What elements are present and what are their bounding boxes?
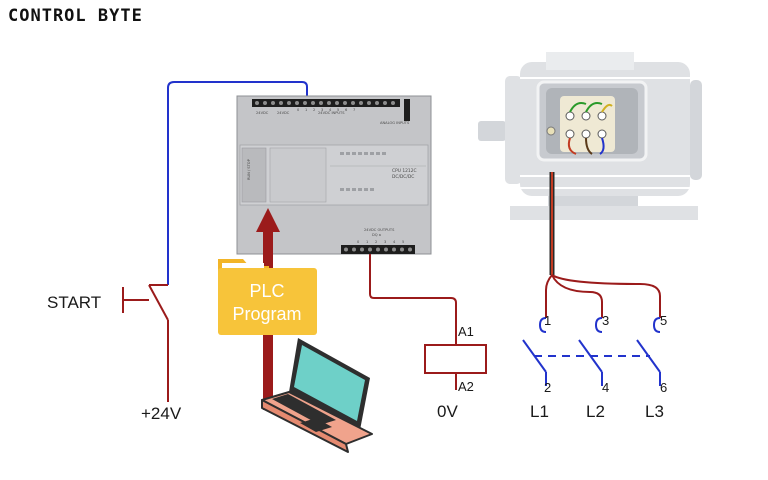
cpu-model: CPU 1212C [392,168,417,174]
phase-l1-label: L1 [530,402,549,421]
phase-l3-label: L3 [645,402,664,421]
laptop [261,338,373,453]
output-number: 2 [375,240,377,244]
input-wire [167,81,308,285]
coil-a1-label: A1 [458,324,474,339]
input-number: 6 [345,108,348,112]
start-label: START [47,293,101,312]
status-led-panel [241,147,267,203]
output-number: 4 [393,240,396,244]
output-number: 0 [357,240,360,244]
plc-cpu: 24VDC 24VDC 24VDC INPUTS ANALOG INPUTS 0… [236,95,432,255]
input-number: 7 [353,108,355,112]
output-number: 3 [384,240,386,244]
supply-label: +24V [141,404,182,423]
terminal-box [546,96,615,155]
contact-bottom-4: 4 [602,380,609,395]
output-number: 1 [366,240,368,244]
contact-top-1: 1 [544,313,551,328]
main-contacts [522,317,661,386]
cpu-supply: DC/DC/DC [392,174,414,180]
contactor-coil [424,344,487,390]
top-terminal-strip [252,99,400,107]
input-number: 4 [329,108,332,112]
contact-top-5: 5 [660,313,667,328]
input-number: 3 [321,108,323,112]
output-wire [369,254,457,345]
plc-program-folder: PLC Program [218,259,317,335]
coil-a2-label: A2 [458,379,474,394]
folder-line1: PLC [249,281,284,301]
analog-label: ANALOG INPUTS [380,121,410,125]
brand-logo: CONTROL BYTE [8,6,143,26]
run-stop-label: RUN / STOP [247,158,251,180]
contact-bottom-2: 2 [544,380,551,395]
arrow-shaft [263,335,273,410]
input-number: 0 [297,108,300,112]
input-leds [340,152,386,191]
output-group: DQ a [372,233,381,237]
input-number: 1 [305,108,307,112]
outputs-label: 24VDC OUTPUTS [364,228,395,232]
zero-volt-label: 0V [437,402,458,421]
power-label-2: 24VDC [277,111,290,115]
inputs-label: 24VDC INPUTS [318,111,345,115]
power-label: 24VDC [256,111,269,115]
input-number: 5 [337,108,339,112]
contact-top-3: 3 [602,313,609,328]
power-wires [545,274,661,318]
input-number: 2 [313,108,315,112]
contact-bottom-6: 6 [660,380,667,395]
start-switch [122,284,169,402]
folder-line2: Program [232,304,301,324]
phase-l2-label: L2 [586,402,605,421]
output-number: 5 [402,240,404,244]
